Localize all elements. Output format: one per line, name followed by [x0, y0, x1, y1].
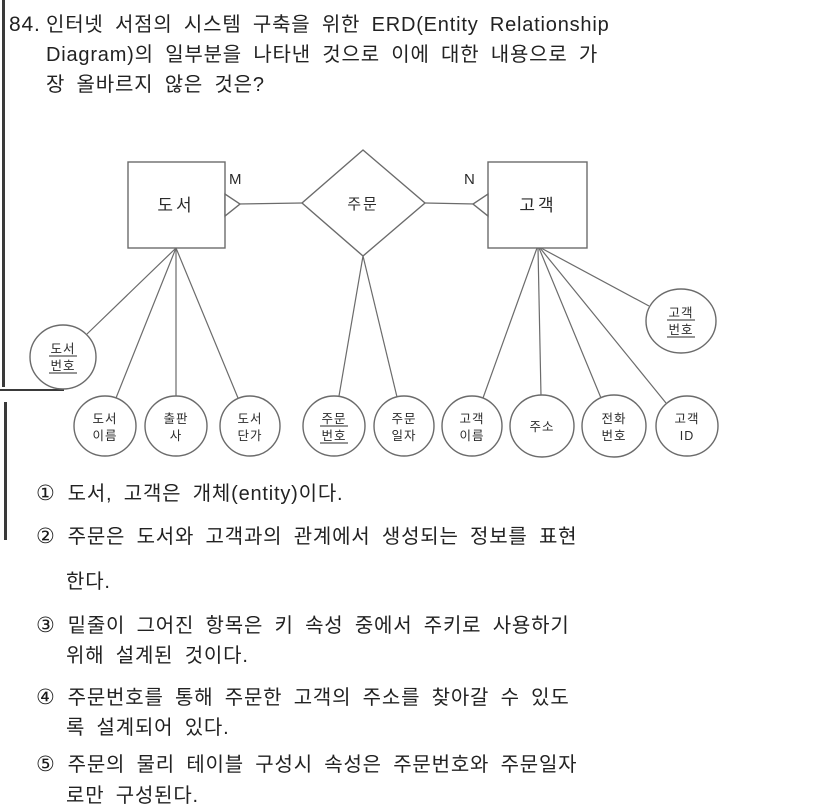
line-book-bookno [86, 247, 177, 335]
option-4-text: 주문번호를 통해 주문한 고객의 주소를 찾아갈 수 있도 [67, 687, 570, 709]
option-3: ③ 밑줄이 그어진 항목은 키 속성 중에서 주키로 사용하기 [36, 614, 570, 638]
crow-foot-book-icon [224, 192, 242, 218]
option-1-text: 도서, 고객은 개체(entity)이다. [67, 483, 344, 505]
line-order-orderno [338, 255, 364, 397]
attribute-book-name-line1: 도서 [92, 412, 117, 426]
attribute-order-no-line2: 번호 [321, 429, 346, 443]
option-5: ⑤ 주문의 물리 테이블 구성시 속성은 주문번호와 주문일자 [36, 753, 577, 777]
line-book-price [175, 247, 239, 399]
relationship-order-label: 주문 [347, 196, 379, 213]
attribute-oval-customer-id [655, 395, 719, 457]
option-5-number: ⑤ [36, 753, 56, 776]
column-border-top [2, 0, 5, 387]
attribute-oval-book-name [73, 395, 137, 457]
attribute-oval-customer-name [441, 395, 503, 457]
option-4-text-line2: 록 설계되어 있다. [66, 717, 230, 739]
line-customer-phone [538, 247, 602, 399]
attribute-oval-order-date [373, 395, 435, 457]
line-customer-address [537, 247, 542, 397]
attribute-order-date-line1: 주문 [391, 412, 416, 426]
attribute-book-price-line2: 단가 [237, 429, 262, 443]
line-book-bookname [115, 247, 177, 399]
attribute-book-name-line2: 이름 [92, 429, 117, 443]
question-number: 84. [9, 13, 41, 36]
entity-customer-label: 고객 [519, 196, 556, 215]
line-customer-custid [539, 247, 667, 404]
attribute-publisher-line1: 출판 [163, 412, 188, 426]
attribute-address-label: 주소 [529, 420, 554, 434]
question-line-1: 인터넷 서점의 시스템 구축을 위한 ERD(Entity Relationsh… [46, 14, 610, 36]
attribute-book-price-line1: 도서 [237, 412, 262, 426]
line-customer-custname [482, 247, 538, 399]
attribute-order-date-line2: 일자 [391, 429, 416, 443]
attribute-oval-book-price [219, 395, 281, 457]
attribute-customer-no-line2: 번호 [668, 323, 693, 337]
connector-order-customer [424, 202, 476, 205]
attribute-publisher-line2: 사 [170, 429, 183, 443]
erd-diagram: 도서 M 주문 고객 N 도서 번호 고객 번호 도서 이름 출판 사 도서 단… [29, 149, 719, 458]
attribute-book-no-line2: 번호 [50, 359, 75, 373]
option-2-number: ② [36, 525, 56, 548]
attribute-oval-publisher [144, 395, 208, 457]
relationship-order-diamond [300, 149, 427, 257]
line-customer-custno [540, 247, 650, 307]
entity-book-box [127, 161, 226, 249]
line-order-orderdate [362, 255, 398, 398]
option-1-number: ① [36, 482, 56, 505]
attribute-customer-name-line1: 고객 [459, 412, 484, 426]
attribute-oval-customer-no [645, 288, 717, 354]
attribute-oval-book-no [29, 324, 97, 390]
attribute-customer-name-line2: 이름 [459, 429, 484, 443]
cardinality-m: M [229, 171, 242, 188]
option-2-text: 주문은 도서와 고객과의 관계에서 생성되는 정보를 표현 [67, 526, 578, 548]
option-3-number: ③ [36, 614, 56, 637]
attribute-customer-no-line1: 고객 [668, 306, 693, 320]
option-2-text-line2: 한다. [66, 571, 111, 593]
attribute-oval-address [509, 394, 575, 458]
entity-book-label: 도서 [157, 196, 194, 215]
question-line-2: Diagram)의 일부분을 나타낸 것으로 이에 대한 내용으로 가 [46, 44, 599, 66]
attribute-phone-no-line1: 전화 [601, 412, 626, 426]
connector-book-order [237, 202, 303, 205]
attribute-phone-no-line2: 번호 [601, 429, 626, 443]
option-1: ① 도서, 고객은 개체(entity)이다. [36, 482, 343, 506]
attribute-customer-id-line1: 고객 [674, 412, 699, 426]
option-4-number: ④ [36, 686, 56, 709]
option-5-text-line2: 로만 구성된다. [66, 785, 199, 807]
option-3-text-line2: 위해 설계된 것이다. [66, 645, 249, 667]
attribute-customer-id-line2: ID [680, 429, 695, 443]
attribute-book-no-line1: 도서 [50, 342, 75, 356]
attribute-oval-phone-no [581, 394, 647, 458]
attribute-order-no-line1: 주문 [321, 412, 346, 426]
column-border-bottom [4, 402, 7, 540]
option-4: ④ 주문번호를 통해 주문한 고객의 주소를 찾아갈 수 있도 [36, 686, 570, 710]
option-5-text: 주문의 물리 테이블 구성시 속성은 주문번호와 주문일자 [67, 754, 578, 776]
option-3-text: 밑줄이 그어진 항목은 키 속성 중에서 주키로 사용하기 [67, 615, 570, 637]
cardinality-n: N [464, 171, 475, 188]
option-2: ② 주문은 도서와 고객과의 관계에서 생성되는 정보를 표현 [36, 525, 577, 549]
column-border-tick [0, 389, 64, 391]
question-line-3: 장 올바르지 않은 것은? [46, 74, 265, 96]
crow-foot-customer-icon [471, 192, 489, 218]
